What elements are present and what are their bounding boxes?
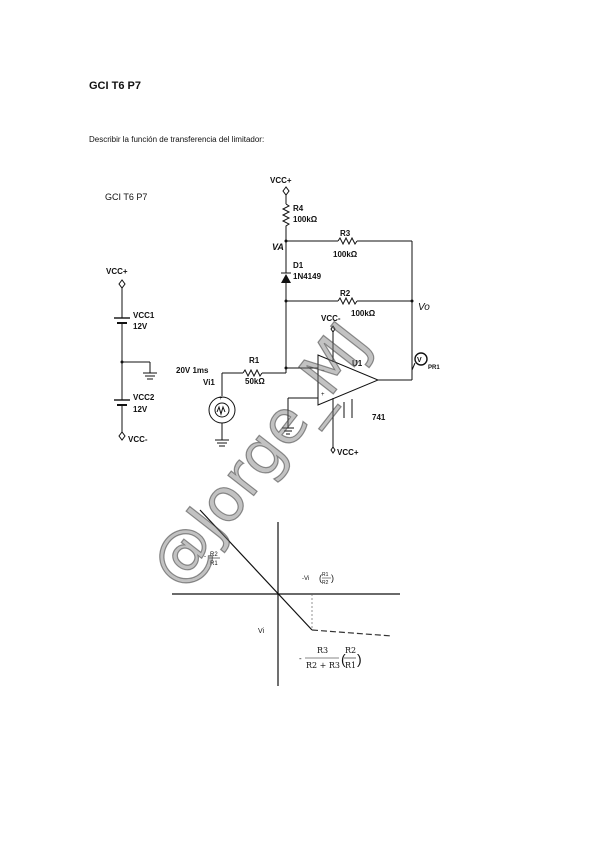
level-numerator: R3 — [317, 646, 328, 655]
page-title: GCI T6 P7 — [89, 80, 141, 92]
label-src-name: Vi1 — [203, 378, 215, 387]
break-numerator: R1 — [322, 572, 329, 578]
ground-supply — [143, 372, 157, 380]
slope-sign: - — [204, 554, 206, 560]
label-r3-value: 100kΩ — [333, 250, 358, 259]
vi-axis-label: Vi — [258, 628, 265, 635]
label-vcc-minus-opamp: VCC- — [321, 314, 341, 323]
supply-vcc-minus-terminal — [118, 431, 126, 441]
label-supply-vcc-plus: VCC+ — [106, 267, 128, 276]
label-d1-part: 1N4149 — [293, 272, 322, 281]
svg-text:+: + — [321, 392, 325, 398]
resistor-r3 — [337, 236, 358, 246]
svg-text:(: ( — [341, 651, 346, 667]
svg-text:V: V — [417, 357, 422, 364]
label-d1: D1 — [293, 261, 304, 270]
label-opamp-part: 741 — [372, 413, 386, 422]
battery-vcc1 — [114, 317, 130, 324]
svg-text:+: + — [219, 396, 223, 402]
label-r2: R2 — [340, 289, 351, 298]
ground-source — [215, 439, 229, 447]
ac-source-vi1: + — [208, 396, 236, 424]
battery-vcc2 — [114, 399, 130, 406]
label-va-node: VA — [272, 242, 284, 252]
label-r4-value: 100kΩ — [293, 215, 318, 224]
transfer-plot — [172, 509, 400, 686]
vcc-minus-opamp-terminal — [330, 325, 336, 362]
break-denominator: R2 — [322, 580, 329, 586]
slope-denominator: R1 — [210, 561, 218, 567]
ground-noninverting — [282, 427, 294, 435]
opamp-u1: − + — [317, 354, 380, 406]
label-vcc1-value: 12V — [133, 322, 148, 331]
svg-text:−: − — [321, 368, 325, 374]
level-denominator: R2 + R3 — [306, 661, 340, 670]
resistor-r4 — [281, 203, 291, 240]
svg-text:(: ( — [319, 573, 322, 583]
label-supply-vcc-minus: VCC- — [128, 435, 148, 444]
vcc-plus-top-terminal — [282, 186, 290, 204]
schematic-title: GCI T6 P7 — [105, 192, 147, 202]
svg-text:): ) — [357, 651, 362, 667]
svg-text:): ) — [331, 573, 334, 583]
label-vcc-plus-top: VCC+ — [270, 176, 292, 185]
label-u1: U1 — [352, 359, 363, 368]
label-src-value: 20V 1ms — [176, 366, 209, 375]
plot-limit-segment — [311, 629, 393, 637]
label-r3: R3 — [340, 229, 351, 238]
label-vcc2-value: 12V — [133, 405, 148, 414]
level-numerator-2: R2 — [345, 646, 356, 655]
slope-numerator: R2 — [210, 552, 218, 558]
label-r2-value: 100kΩ — [351, 309, 376, 318]
resistor-r2 — [337, 296, 358, 306]
label-vo-node: Vo — [418, 302, 430, 313]
label-r4: R4 — [293, 204, 304, 213]
break-prefix: -Vi — [302, 576, 309, 582]
resistor-r1 — [242, 368, 263, 378]
vcc-plus-opamp-terminal — [330, 446, 336, 454]
label-r1-value: 50kΩ — [245, 377, 265, 386]
instruction-text: Describir la función de transferencia de… — [89, 135, 265, 144]
supply-vcc-plus-terminal — [118, 279, 126, 289]
label-r1: R1 — [249, 356, 260, 365]
probe-pr1: V — [414, 352, 428, 366]
label-vcc2: VCC2 — [133, 393, 155, 402]
label-probe: PR1 — [428, 365, 440, 371]
diode-d1 — [281, 272, 291, 283]
label-vcc-plus-opamp: VCC+ — [337, 448, 359, 457]
label-vcc1: VCC1 — [133, 311, 155, 320]
level-sign: - — [299, 654, 302, 663]
plot-slope-segment — [199, 509, 313, 631]
level-denominator-2: R1 — [345, 661, 356, 670]
